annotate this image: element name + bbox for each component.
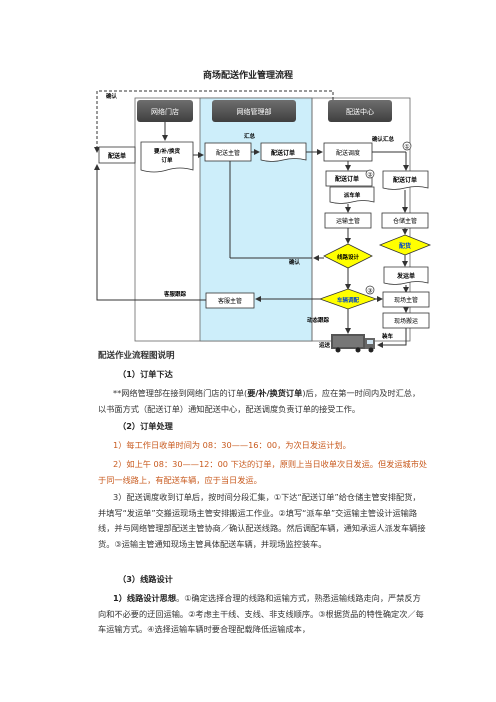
warehouse-supervisor-label: 仓储主管 <box>393 217 417 225</box>
ship-note-doc <box>383 266 429 285</box>
dynamic-follow-label: 动态跟踪 <box>307 316 330 324</box>
confirm-summary-label: 确认汇总 <box>372 135 395 143</box>
truck-icon <box>331 334 375 353</box>
center-header-label: 配送中心 <box>346 107 374 116</box>
loading-label: 装车 <box>382 332 394 340</box>
confirm-mid-label: 确认 <box>289 258 301 266</box>
store-header <box>137 100 193 122</box>
network-header <box>212 100 296 122</box>
section-title: 配送作业流程图说明 <box>98 351 175 361</box>
center-header <box>328 100 392 122</box>
summary-label: 汇总 <box>244 132 256 140</box>
dispatch-note-doc <box>329 186 375 204</box>
marker-3: ③ <box>367 288 372 295</box>
s1-title: （1）订单下达 <box>118 369 173 379</box>
delivery-order-1-label: 配送订单 <box>271 149 295 157</box>
site-supervisor-label: 现场主管 <box>394 296 418 304</box>
delivery-note-label: 配送单 <box>108 152 126 160</box>
page-title: 商场配送作业管理流程 <box>202 71 293 81</box>
pick-label: 配货 <box>399 242 411 250</box>
confirm-loop <box>94 90 334 153</box>
delivery-note-box <box>98 146 136 164</box>
delivery-order-doc-1 <box>260 142 307 162</box>
marker-1: ① <box>404 144 409 151</box>
dist-supervisor-label: 配送主管 <box>216 149 240 157</box>
s3-title: （3）线路设计 <box>118 574 173 584</box>
confirm-top-label: 确认 <box>106 92 118 100</box>
s1-paragraph: **网络管理部在接到网络门店的订单(要/补/换货订单)后，应在第一时间内及时汇总… <box>98 388 421 414</box>
delivery-order-2-label: 配送订单 <box>335 175 359 183</box>
ship-note-label: 发运单 <box>396 272 415 280</box>
customer-follow-label: 客服跟踪 <box>163 290 187 298</box>
s2-paragraph-3: 3）配送调度收到订单后，按时间分段汇集，①下达“配送订单”给仓储主管安排配货，并… <box>98 492 426 549</box>
marker-2: ② <box>367 172 373 179</box>
route-design-label: 线路设计 <box>337 253 360 261</box>
delivery-order-doc-3 <box>382 170 429 190</box>
s2-title: （2）订单处理 <box>118 421 173 431</box>
order-doc-line1: 要/补/换货 <box>154 147 181 155</box>
dispatch-label: 配送调度 <box>336 149 360 157</box>
delivery-order-3-label: 配送订单 <box>393 176 417 184</box>
s3-paragraph: 1）线路设计思想。①确定选择合理的线路和运输方式，熟悉运输线路走向，严禁反方向和… <box>98 593 424 634</box>
dispatch-note-label: 派车单 <box>344 191 361 199</box>
network-header-label: 网络管理部 <box>237 107 272 116</box>
transport-supervisor-label: 运输主管 <box>336 217 360 225</box>
s2-paragraph-2: 2）如上午 08：30——12：00 下达的订单，原则上当日收单次日发运。但发运… <box>98 459 428 485</box>
store-header-label: 网络门店 <box>151 107 179 116</box>
transport-label: 运送 <box>319 341 331 349</box>
site-handling-label: 现场搬运 <box>394 317 418 325</box>
vehicle-dispatch-label: 车辆调配 <box>337 296 360 304</box>
order-doc <box>140 141 194 173</box>
order-doc-line2: 订单 <box>161 156 173 164</box>
customer-service-label: 客服主管 <box>218 297 242 305</box>
s2-paragraph-1: 1）每工作日收单时间为 08：30——16：00，为次日发运计划。 <box>113 440 351 450</box>
